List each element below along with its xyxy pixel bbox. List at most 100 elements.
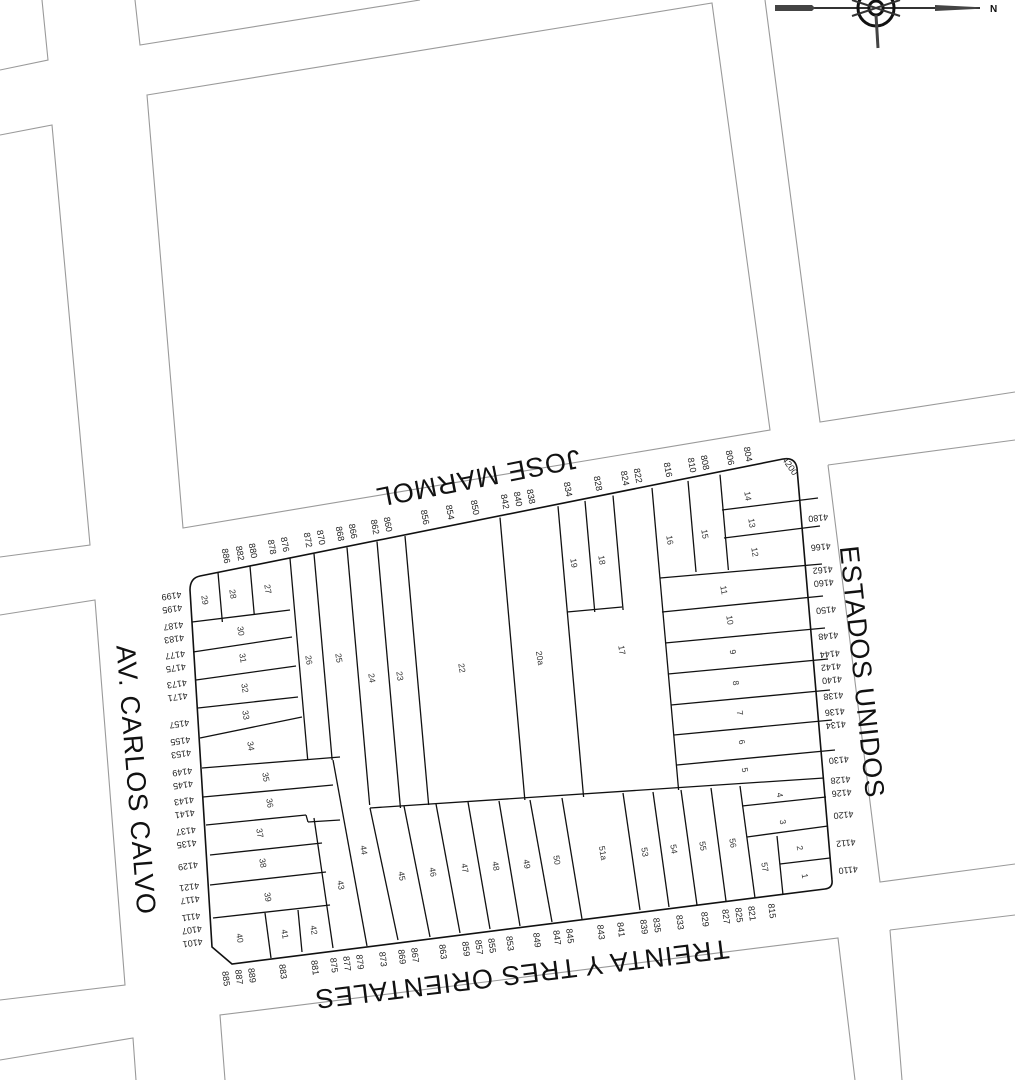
lot-label: 2 [795, 845, 806, 852]
lot-label: 16 [664, 534, 676, 545]
house-number: 4141 [174, 808, 195, 821]
lot-label: 24 [366, 672, 378, 683]
lot-label: 57 [759, 861, 771, 872]
block-outline [0, 599, 126, 1001]
lot-label: 28 [227, 588, 239, 599]
house-number: 845 [564, 928, 576, 944]
house-number: 877 [341, 956, 353, 972]
house-number: 887 [233, 969, 245, 985]
house-number: 841 [615, 922, 627, 938]
house-number: 849 [531, 932, 543, 948]
lot-label: 40 [234, 932, 246, 943]
house-number: 4130 [828, 754, 849, 766]
lot-boundary [499, 517, 526, 801]
house-number: 828 [592, 475, 605, 492]
house-number: 827 [720, 909, 732, 925]
lot-boundary [659, 563, 823, 579]
house-number: 860 [382, 516, 395, 533]
lot-label: 33 [240, 709, 252, 720]
lot-boundary [403, 805, 431, 938]
house-number: 804 [742, 446, 755, 463]
lot-boundary [652, 791, 670, 908]
lot-boundary [667, 658, 829, 675]
house-number: 847 [551, 930, 563, 946]
house-number: 4144 [819, 648, 840, 660]
lot-boundary [369, 777, 825, 809]
lot-label: 27 [262, 583, 274, 594]
house-number: 4126 [831, 787, 852, 799]
house-number: 866 [347, 523, 360, 540]
lot-boundary [249, 566, 255, 616]
block-outline [827, 439, 1015, 883]
house-number: 880 [247, 542, 260, 559]
lot-boundary [209, 871, 327, 886]
house-number: 816 [662, 461, 675, 478]
lot-label: 14 [742, 490, 754, 501]
house-number: 4162 [812, 564, 833, 576]
lot-boundary [676, 749, 836, 766]
lot-boundary [746, 825, 829, 838]
house-number: 4121 [179, 881, 200, 894]
house-number: 4136 [824, 706, 845, 718]
house-number: 4180 [808, 512, 829, 524]
lot-label: 11 [718, 585, 729, 596]
lot-boundary [205, 814, 307, 826]
lot-boundary [687, 480, 697, 573]
lot-boundary [661, 595, 824, 613]
house-number: 4120 [833, 809, 854, 821]
block-outline [219, 937, 856, 1080]
house-number: 883 [277, 963, 289, 979]
house-number: 4175 [165, 662, 186, 675]
house-number: 4129 [177, 860, 198, 873]
house-number: 886 [220, 548, 233, 565]
house-number: 4160 [813, 577, 834, 589]
block-outline [0, 1037, 137, 1080]
house-number: 4149 [172, 766, 193, 779]
lot-boundary [498, 800, 521, 927]
house-number: 862 [369, 519, 382, 536]
lot-label: 51a [597, 845, 609, 861]
house-number: 833 [674, 914, 686, 930]
house-number: 859 [460, 941, 472, 957]
city-block-parcels [189, 457, 836, 965]
lot-boundary [192, 636, 293, 653]
lot-boundary [264, 912, 272, 959]
lot-label: 50 [551, 854, 563, 865]
house-number: 850 [469, 499, 482, 516]
block-outline [0, 0, 49, 71]
house-number: 863 [437, 944, 449, 960]
lot-boundary [212, 904, 331, 919]
lot-boundary [197, 696, 299, 709]
house-number: 4110 [838, 864, 858, 876]
house-number: 881 [309, 960, 321, 976]
lot-boundary [297, 909, 303, 953]
house-number: 834 [562, 481, 575, 498]
lot-label: 20a [534, 650, 546, 666]
lot-boundary [369, 807, 399, 941]
lot-boundary [673, 719, 833, 736]
lot-label: 12 [749, 546, 761, 557]
house-number: 4134 [825, 719, 846, 731]
lot-boundary [201, 756, 341, 769]
lot-label: 56 [727, 837, 739, 848]
lot-label: 10 [724, 614, 736, 625]
lot-label: 34 [245, 740, 257, 751]
lot-label: 22 [456, 662, 468, 673]
house-number: 869 [396, 949, 408, 965]
block-outline [764, 0, 1015, 423]
lot-boundary [557, 506, 585, 798]
house-number: 4128 [830, 774, 851, 786]
lot-label: 25 [333, 652, 345, 663]
lot-boundary [435, 803, 461, 934]
lot-label: 5 [740, 767, 751, 774]
house-number: 838 [525, 488, 538, 505]
lot-boundary [191, 609, 291, 623]
lot-label: 54 [668, 843, 680, 854]
lot-boundary [741, 796, 827, 807]
house-number: 4111 [181, 911, 201, 924]
house-number: 4171 [167, 691, 188, 704]
lot-boundary [529, 799, 553, 923]
house-number: 885 [220, 971, 232, 987]
lot-label: 47 [459, 862, 471, 873]
